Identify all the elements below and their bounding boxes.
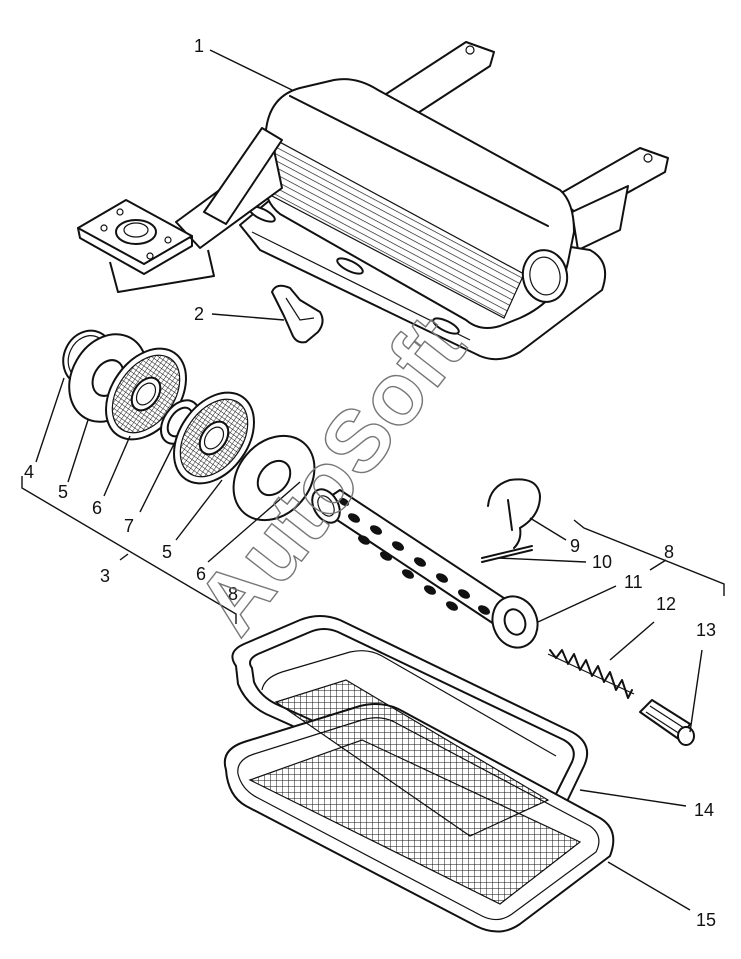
callout-5-left: 5 bbox=[58, 482, 68, 502]
perforated-tube bbox=[311, 488, 523, 629]
callout-5-right: 5 bbox=[162, 542, 172, 562]
callout-6-left: 6 bbox=[92, 498, 102, 518]
callouts: 1 2 4 5 6 7 5 6 3 8 9 10 8 11 12 13 14 1… bbox=[24, 36, 716, 930]
callout-2: 2 bbox=[194, 304, 204, 324]
callout-1: 1 bbox=[194, 36, 204, 56]
filter-tray bbox=[223, 650, 615, 933]
callout-8-left: 8 bbox=[228, 584, 238, 604]
spring bbox=[547, 649, 635, 699]
callout-8-right: 8 bbox=[664, 542, 674, 562]
tube-end-bushing bbox=[491, 595, 539, 649]
leader-lines bbox=[21, 49, 725, 911]
callout-4: 4 bbox=[24, 462, 34, 482]
callout-12: 12 bbox=[656, 594, 676, 614]
spring-clip bbox=[271, 284, 324, 344]
callout-14: 14 bbox=[694, 800, 714, 820]
callout-7: 7 bbox=[124, 516, 134, 536]
callout-10: 10 bbox=[592, 552, 612, 572]
callout-13: 13 bbox=[696, 620, 716, 640]
mesh-disc-right bbox=[173, 391, 255, 485]
cotter-pin bbox=[481, 545, 533, 563]
washer-right bbox=[232, 434, 316, 522]
valve-plunger bbox=[639, 699, 695, 746]
callout-15: 15 bbox=[696, 910, 716, 930]
filter-housing bbox=[77, 41, 669, 361]
callout-9: 9 bbox=[570, 536, 580, 556]
retaining-pin bbox=[487, 478, 541, 549]
callout-11: 11 bbox=[624, 572, 643, 592]
callout-3: 3 bbox=[100, 566, 110, 586]
callout-6-right: 6 bbox=[196, 564, 206, 584]
